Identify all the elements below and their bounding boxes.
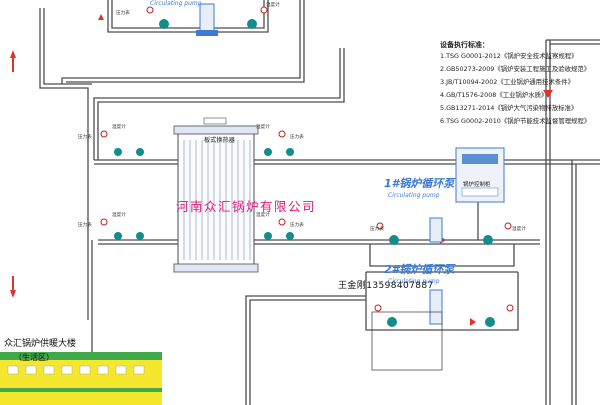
arrow-down-left xyxy=(10,290,16,298)
gauge-label-6: 温度计 xyxy=(256,125,270,130)
valve-lr-2 xyxy=(286,232,294,240)
top-valve-1 xyxy=(159,19,169,29)
gauge-label-2: 温度计 xyxy=(266,3,280,8)
pump2-motor xyxy=(429,289,443,325)
top-pump-assembly xyxy=(146,3,268,36)
hx-plates xyxy=(183,140,251,260)
top-pump-base xyxy=(196,30,218,36)
gauge-label-9: 压力表 xyxy=(290,223,304,228)
gauge-ul xyxy=(100,130,108,138)
note-item-2: 2.GB50273-2009《锅炉安装工程施工及验收规范》 xyxy=(440,65,591,73)
arrow-up-left-shaft xyxy=(12,58,14,72)
equipment-box xyxy=(371,311,443,371)
pump1-valve-left xyxy=(389,235,399,245)
gauge-label-7: 压力表 xyxy=(78,223,92,228)
pipe-top-pump-loop xyxy=(111,0,265,29)
building-roof xyxy=(0,352,162,360)
note-item-5: 5.GB13271-2014《锅炉大气污染物排放标准》 xyxy=(440,104,578,112)
building-subtitle: （生活区） xyxy=(14,353,54,362)
plate-heat-exchanger xyxy=(173,117,259,273)
company-name: 河南众汇锅炉有限公司 xyxy=(176,199,317,214)
pipe-top-right2 xyxy=(97,48,345,160)
valve-ur-1 xyxy=(264,148,272,156)
gauge-lr xyxy=(278,218,286,226)
arrow-down-left-shaft xyxy=(12,276,14,290)
pump2-title: 2#锅炉循环泵 xyxy=(384,263,455,276)
pipe-top-left-inner xyxy=(43,8,92,85)
heat-exchanger-label: 板式换热器 xyxy=(204,137,235,144)
notes-title: 设备执行标准： xyxy=(440,41,489,49)
arrow-top xyxy=(98,14,104,20)
hx-top-plate xyxy=(173,125,259,135)
pump1-motor xyxy=(429,217,443,243)
gauge-label-11: 压力表 xyxy=(370,227,384,232)
pipe-top-right-drop xyxy=(61,0,301,84)
valve-ur-2 xyxy=(286,148,294,156)
note-item-4: 4.GB/T1576-2008《工业锅炉水质》 xyxy=(440,91,548,99)
arrow-up-left xyxy=(10,50,16,58)
pipe-top-right-drop2 xyxy=(66,0,305,83)
gauge-ur xyxy=(278,130,286,138)
arrow-pump2-right xyxy=(470,318,476,326)
top-pump-caption: Circulating pump xyxy=(150,0,202,7)
top-pump-motor xyxy=(199,3,215,33)
note-item-1: 1.TSG G0001-2012《锅炉安全技术监察规程》 xyxy=(440,52,578,60)
gauge-label-3: 压力表 xyxy=(78,135,92,140)
building-title: 众汇锅炉供暖大楼 xyxy=(4,339,77,349)
gauge-label-8: 温度计 xyxy=(112,213,126,218)
pump1-assembly xyxy=(376,217,512,245)
pump1-valve-right xyxy=(483,235,493,245)
building-elevation xyxy=(0,352,162,405)
note-item-3: 3.JB/T10094-2002《工业锅炉通用技术条件》 xyxy=(440,78,575,86)
valve-ll-2 xyxy=(136,232,144,240)
cabinet-screen xyxy=(462,154,498,164)
building-windows xyxy=(7,365,145,375)
pump1-gauge-left xyxy=(376,222,384,230)
pump2-valve-right xyxy=(485,317,495,327)
pipe-return xyxy=(245,295,366,405)
pump1-subtitle: Circulating pump xyxy=(388,192,440,199)
pipe-top-pump-main xyxy=(107,0,269,33)
gauge-label-10: 温度计 xyxy=(256,213,270,218)
gauge-label-1: 压力表 xyxy=(116,11,130,16)
pipe-top-right xyxy=(93,48,341,160)
hx-badge xyxy=(203,117,227,125)
pipe-network xyxy=(39,0,600,405)
valve-ul-1 xyxy=(114,148,122,156)
exchanger-valves xyxy=(100,130,294,240)
top-gauge-2 xyxy=(260,6,268,14)
cabinet-label: 锅炉控制柜 xyxy=(463,182,491,188)
valve-ul-2 xyxy=(136,148,144,156)
gauge-label-12: 温度计 xyxy=(512,227,526,232)
top-valve-2 xyxy=(247,19,257,29)
pump1-title: 1#锅炉循环泵 xyxy=(384,177,455,190)
pump2-gauge-left xyxy=(374,304,382,312)
pipe-pump1-loop xyxy=(369,244,515,267)
arrow-right-down xyxy=(543,90,553,98)
building-band xyxy=(0,388,162,392)
pump2-valve-left xyxy=(387,317,397,327)
top-gauge-1 xyxy=(146,6,154,14)
note-item-6: 6.TSG G0002-2010《锅炉节能技术监督管理规程》 xyxy=(440,117,591,125)
cabinet-panel xyxy=(461,187,499,197)
gauge-label-5: 压力表 xyxy=(290,135,304,140)
gauge-label-4: 温度计 xyxy=(112,125,126,130)
gauge-ll xyxy=(100,218,108,226)
pump2-gauge-right xyxy=(506,304,514,312)
pump2-subtitle: Circulating pump xyxy=(388,278,440,285)
valve-ll-1 xyxy=(114,232,122,240)
contact-info: 王金刚13598407887 xyxy=(338,281,434,291)
control-cabinet xyxy=(455,147,505,203)
hx-bottom-plate xyxy=(173,263,259,273)
pipe-return2 xyxy=(249,299,366,405)
pump2-assembly xyxy=(374,289,514,327)
valve-lr-1 xyxy=(264,232,272,240)
hx-frame xyxy=(177,131,255,267)
pipe-top-left xyxy=(39,8,89,320)
pump1-gauge-right xyxy=(504,222,512,230)
